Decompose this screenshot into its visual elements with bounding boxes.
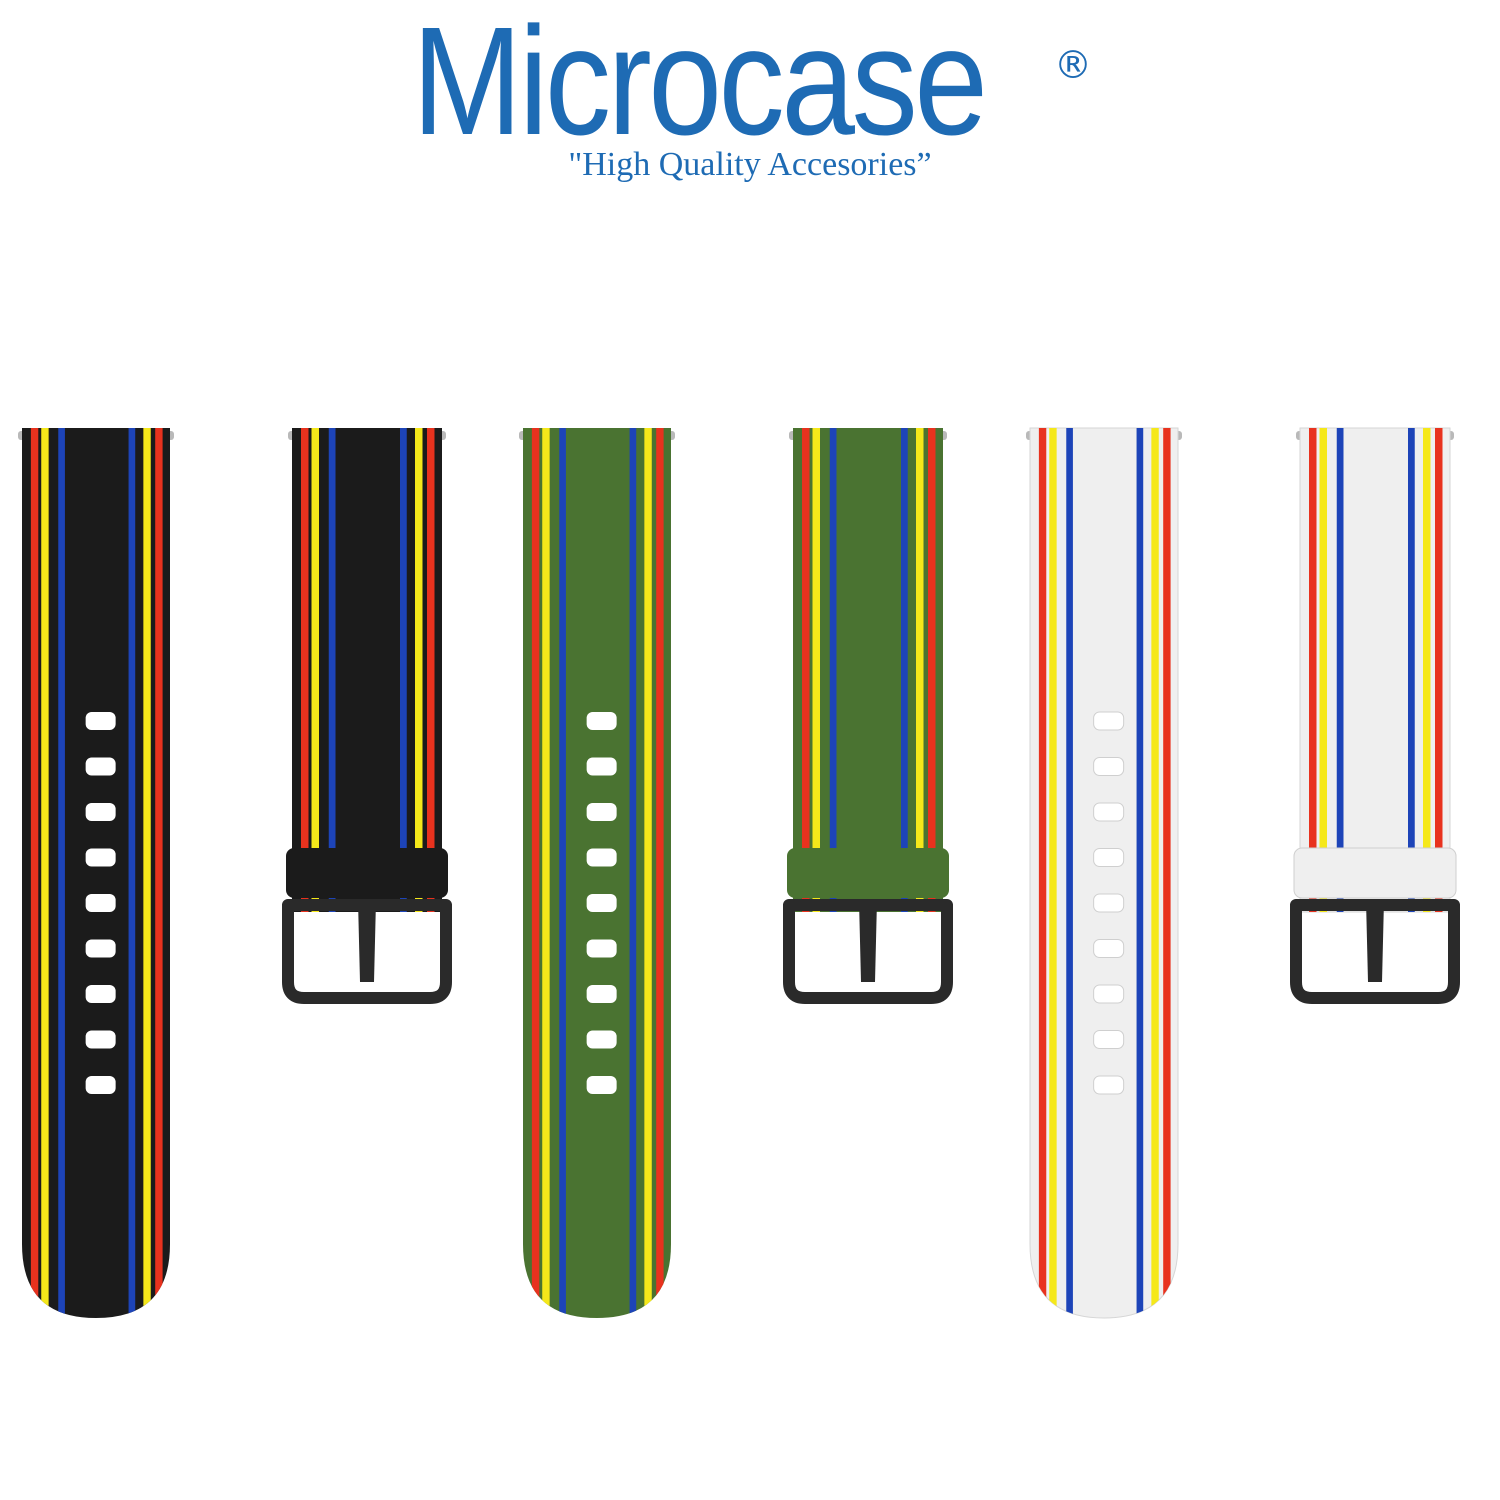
buckle-icon — [783, 899, 953, 1004]
strap-hole — [1093, 848, 1125, 867]
strap-stripe — [58, 428, 65, 1318]
buckle-tongue — [358, 900, 376, 982]
strap-stripe — [629, 428, 637, 1318]
strap-hole — [586, 894, 617, 912]
strap-hole — [1093, 711, 1125, 731]
strap-hole — [85, 939, 116, 958]
strap-stripe — [1136, 428, 1144, 1318]
strap-hole — [85, 1030, 116, 1049]
strap-stripe — [328, 428, 336, 912]
white-strap — [1026, 427, 1460, 1319]
strap-hole — [1093, 939, 1125, 958]
strap-hole — [1093, 802, 1125, 822]
strap-stripe — [1151, 428, 1159, 1318]
strap-stripe — [301, 428, 309, 912]
strap-hole — [1093, 984, 1125, 1004]
strap-stripe — [1336, 428, 1344, 912]
strap-stripe — [531, 428, 540, 1318]
strap-keeper-loop — [787, 848, 949, 898]
buckle-icon — [1290, 899, 1460, 1004]
strap-keeper-loop — [1293, 847, 1457, 899]
strap-stripe — [155, 428, 163, 1318]
strap-stripe — [41, 428, 49, 1318]
strap-stripe — [1163, 428, 1171, 1318]
strap-stripe — [30, 428, 39, 1318]
strap-hole — [85, 757, 116, 776]
strap-stripe — [143, 428, 151, 1318]
strap-hole — [85, 712, 116, 730]
strap-stripe — [928, 428, 936, 912]
strap-hole — [85, 803, 116, 821]
strap-stripe — [311, 428, 319, 912]
buckle-icon — [282, 899, 452, 1004]
brand-logo: Microcase ® "High Quality Accesories” — [0, 0, 1500, 200]
strap-hole — [1093, 757, 1125, 776]
strap-hole — [586, 985, 617, 1003]
strap-hole — [85, 985, 116, 1003]
strap-stripe — [1423, 428, 1431, 912]
strap-stripe — [542, 428, 550, 1318]
strap-stripe — [916, 428, 924, 912]
strap-hole — [1093, 893, 1125, 913]
brand-tagline: "High Quality Accesories” — [568, 146, 932, 183]
strap-stripe — [415, 428, 423, 912]
strap-stripe — [802, 428, 810, 912]
strap-hole — [85, 894, 116, 912]
strap-hole — [586, 757, 617, 776]
buckle-tongue — [859, 900, 877, 982]
strap-stripe — [1319, 428, 1327, 912]
strap-stripe — [1408, 428, 1415, 912]
strap-stripe — [427, 428, 435, 912]
strap-hole — [85, 848, 116, 867]
strap-hole — [586, 803, 617, 821]
strap-hole — [586, 848, 617, 867]
strap-hole — [586, 712, 617, 730]
strap-hole — [1093, 1030, 1125, 1049]
buckle-tongue — [1366, 900, 1384, 982]
strap-hole — [586, 939, 617, 958]
strap-hole — [1093, 1075, 1125, 1095]
strap-stripe — [1066, 428, 1073, 1318]
green-strap — [519, 428, 953, 1318]
strap-stripe — [812, 428, 820, 912]
strap-stripe — [128, 428, 136, 1318]
registered-mark: ® — [1054, 43, 1092, 87]
strap-stripe — [901, 428, 908, 912]
strap-stripe — [1038, 428, 1047, 1318]
strap-stripe — [1049, 428, 1057, 1318]
strap-stripe — [400, 428, 407, 912]
strap-stripe — [829, 428, 837, 912]
strap-stripe — [1435, 428, 1443, 912]
strap-keeper-loop — [286, 848, 448, 898]
brand-name: Microcase — [412, 0, 988, 167]
strap-hole — [586, 1076, 617, 1094]
strap-stripe — [644, 428, 652, 1318]
strap-hole — [586, 1030, 617, 1049]
strap-hole — [85, 1076, 116, 1094]
strap-stripe — [1309, 428, 1317, 912]
black-strap — [18, 428, 452, 1318]
strap-stripe — [559, 428, 566, 1318]
strap-stripe — [656, 428, 664, 1318]
